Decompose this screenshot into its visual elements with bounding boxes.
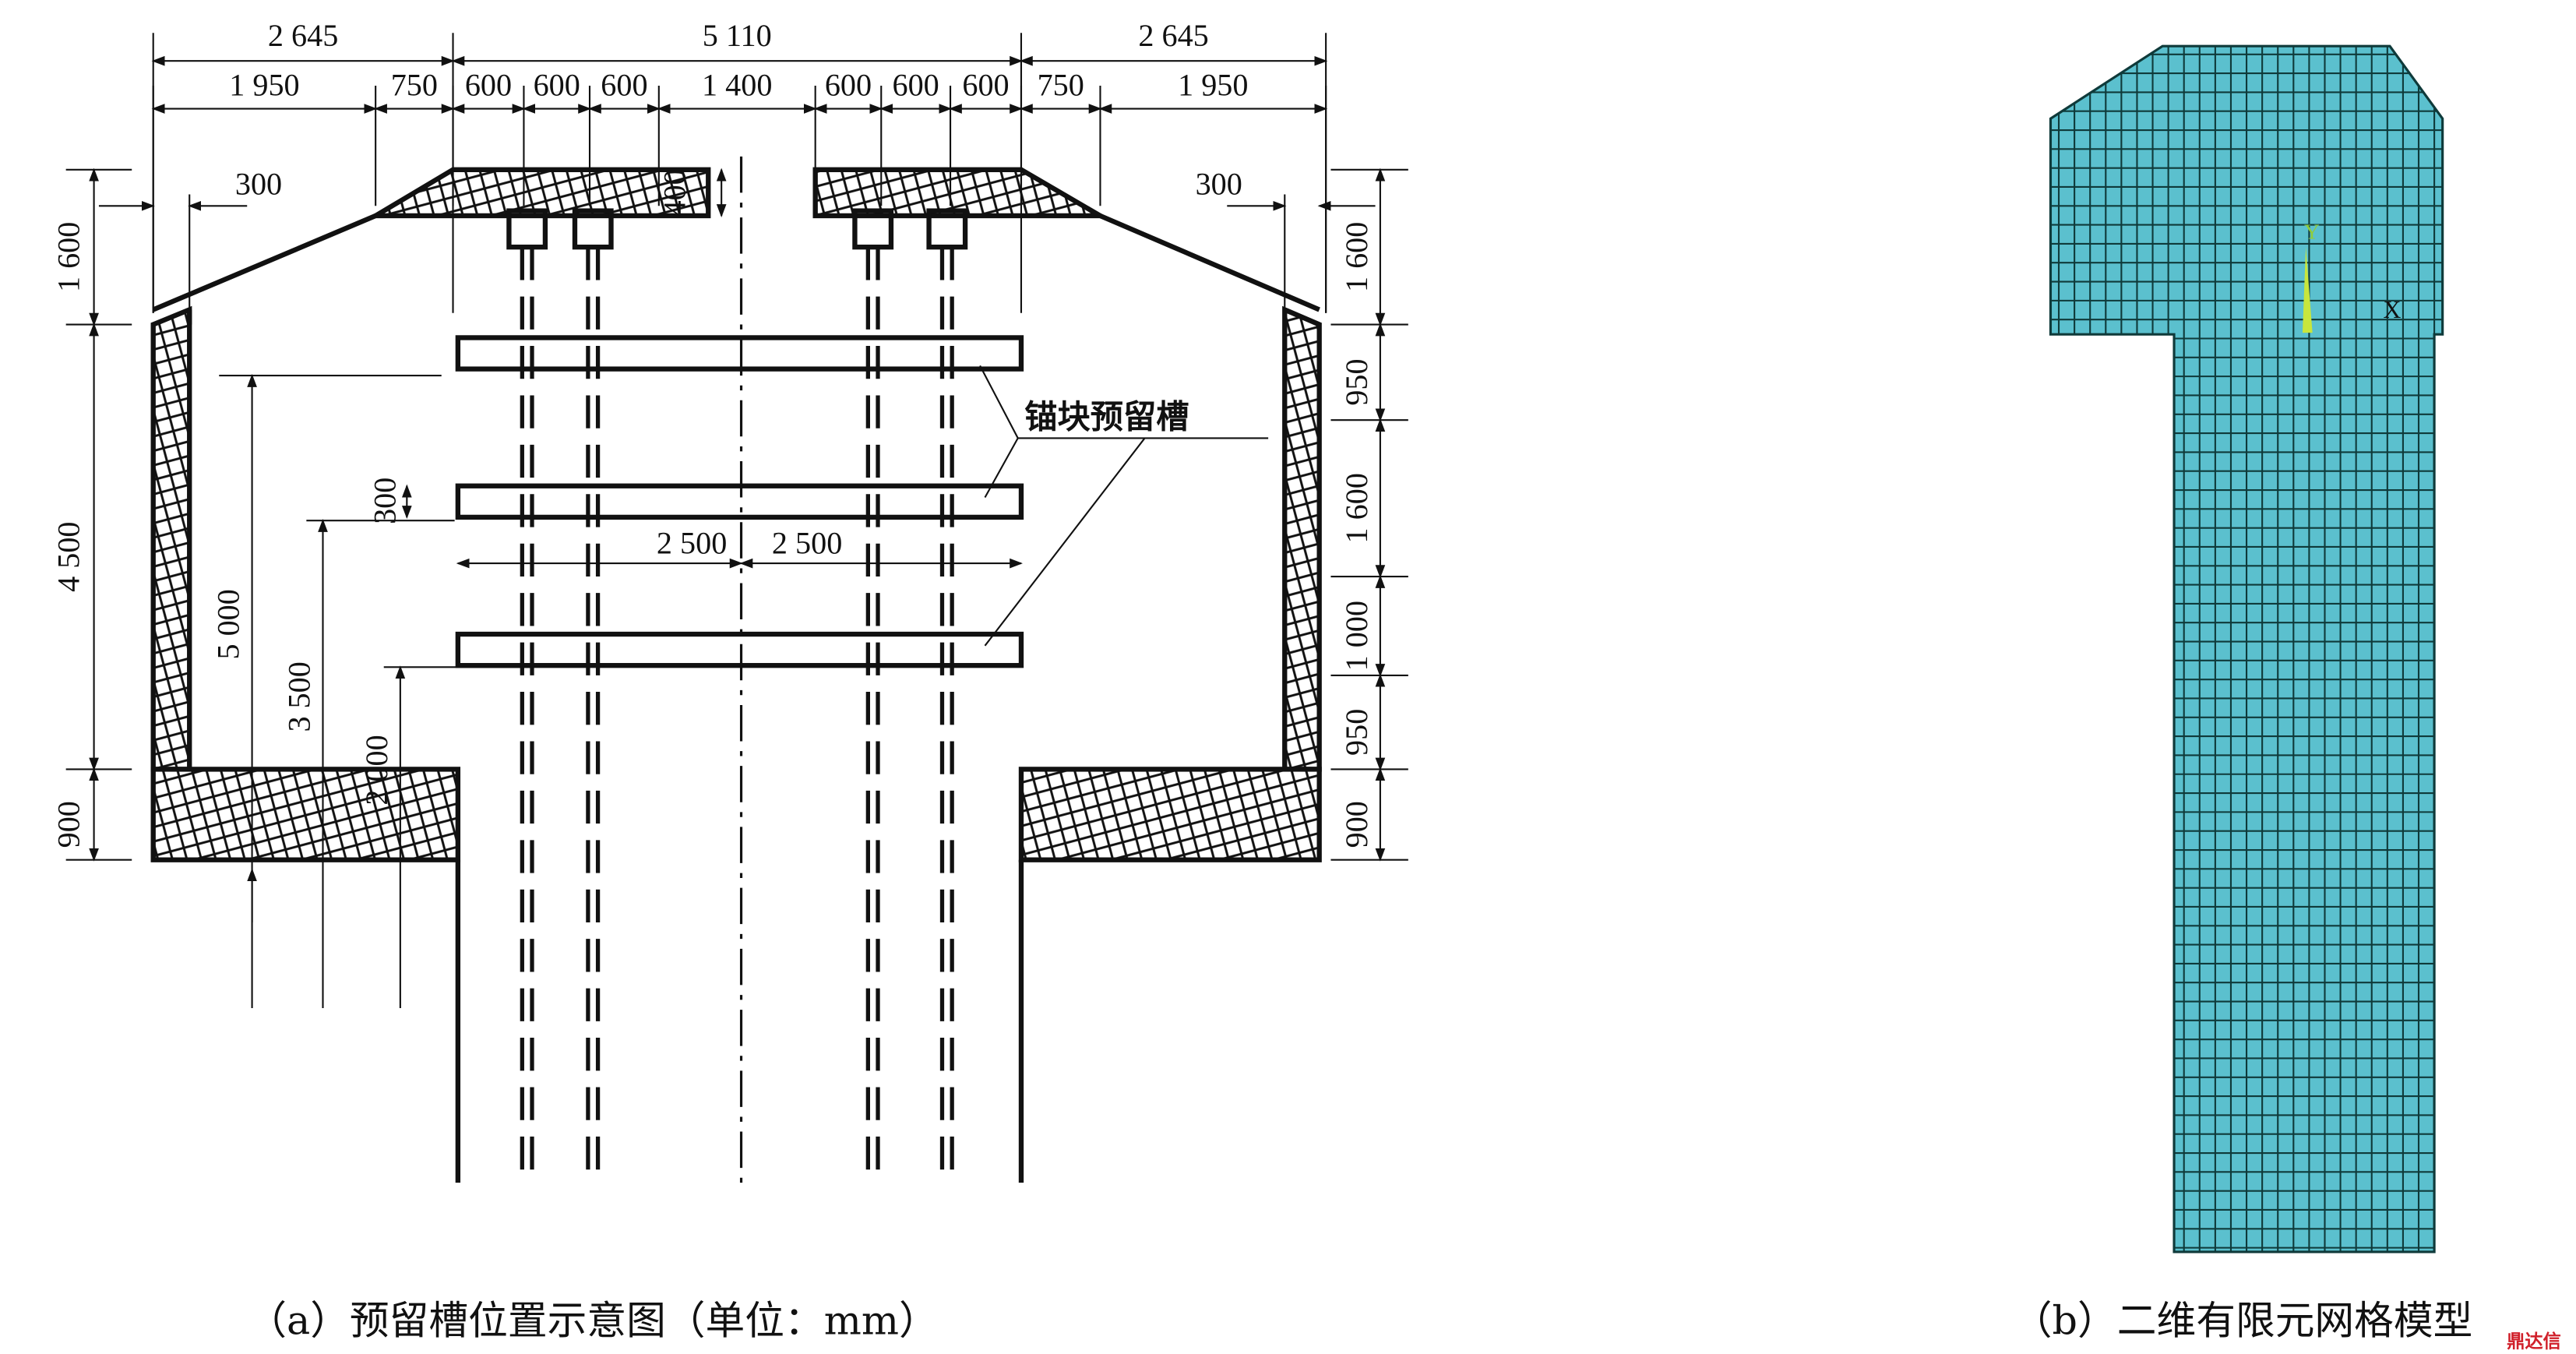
- anchor-head: [506, 208, 548, 250]
- outer-chamfer-right: [1099, 213, 1320, 312]
- tendons: [506, 208, 968, 1183]
- dimension-label: 2 645: [268, 18, 338, 53]
- dimension-label: 2 645: [1138, 18, 1208, 53]
- anchor-slot-1: [455, 335, 1024, 372]
- watermark-logo: 鼎达信: [2507, 1331, 2561, 1352]
- bottom-slab-left: [150, 767, 461, 862]
- dimension-label: 1 000: [1339, 601, 1374, 671]
- dimension-label: 300: [235, 166, 282, 201]
- anchorage-section-drawing: 2 645 5 110 2 645 1 950 750 600 600 600 1 400 600…: [51, 18, 1408, 1344]
- coordinate-axis-marker: [2302, 247, 2313, 333]
- caption-a: （a）预留槽位置示意图（单位：mm）: [247, 1298, 938, 1344]
- wall-left: [150, 305, 192, 772]
- dimension-label: 1 950: [229, 68, 299, 103]
- dimension-label: 950: [1339, 358, 1374, 405]
- anchor-head: [572, 208, 614, 250]
- dimension-label: 1 600: [1339, 222, 1374, 292]
- dimension-label: 2 000: [359, 735, 394, 805]
- dimension-label: 600: [534, 68, 580, 103]
- dimension-label: 750: [391, 68, 438, 103]
- dimension-label: 600: [962, 68, 1009, 103]
- anchor-head: [852, 208, 894, 250]
- dimension-label: 300: [1196, 166, 1242, 201]
- dimension-label: 1 600: [1339, 473, 1374, 543]
- dimension-label: 900: [51, 801, 86, 848]
- dimension-lines: 2 645 5 110 2 645 1 950 750 600 600 600 1 400 600…: [51, 18, 1408, 1008]
- dimension-label: 300: [368, 478, 403, 524]
- annotation-leader: [979, 365, 1269, 647]
- bottom-slab-right: [1018, 767, 1322, 862]
- caption-b: （b）二维有限元网格模型: [2013, 1298, 2473, 1344]
- anchor-slot-2: [455, 483, 1024, 520]
- dimension-label: 5 000: [211, 589, 246, 659]
- axis-label-x: X: [2384, 296, 2402, 323]
- dimension-label: 600: [893, 68, 939, 103]
- anchor-head: [926, 208, 968, 250]
- dimension-label: 1 400: [702, 68, 772, 103]
- wall-right: [1282, 305, 1322, 772]
- dimension-label: 2 500: [657, 525, 727, 560]
- outer-chamfer-left: [152, 213, 377, 312]
- dimension-label: 900: [1339, 801, 1374, 848]
- dimension-label: 4 500: [51, 521, 86, 591]
- slot-annotation: 锚块预留槽: [1024, 398, 1189, 436]
- dimension-label: 3 500: [282, 661, 317, 732]
- fe-mesh-model: Y X （b）二维有限元网格模型 鼎达信: [2013, 44, 2561, 1352]
- dimension-label: 1 600: [51, 222, 86, 292]
- axis-label-y: Y: [2304, 220, 2320, 244]
- dimension-label: 750: [1038, 68, 1084, 103]
- dimension-label: 400: [657, 169, 692, 216]
- dimension-label: 5 110: [703, 18, 772, 53]
- dimension-label: 950: [1339, 709, 1374, 756]
- dimension-label: 2 500: [772, 525, 842, 560]
- dimension-label: 1 950: [1178, 68, 1248, 103]
- dimension-label: 600: [601, 68, 647, 103]
- dimension-label: 600: [825, 68, 872, 103]
- anchor-slot-3: [455, 631, 1024, 668]
- top-slab-left: [366, 167, 711, 219]
- dimension-label: 600: [465, 68, 512, 103]
